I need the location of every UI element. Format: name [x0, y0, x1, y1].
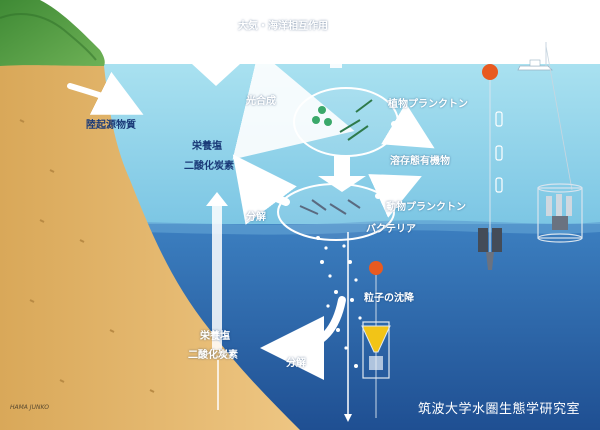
label-air-sea-interaction: 大気・海洋相互作用	[238, 21, 328, 32]
label-nutrients-upper: 栄養塩	[192, 141, 222, 152]
label-co2-upper: 二酸化炭素	[184, 161, 234, 172]
sampling-bottles	[495, 111, 503, 193]
research-ship	[517, 65, 553, 71]
label-photosynthesis: 光合成	[246, 96, 276, 107]
label-co2-lower: 二酸化炭素	[188, 350, 238, 361]
surface-buoy	[482, 64, 498, 80]
sand-texture	[19, 119, 155, 393]
current-meter-left	[478, 228, 488, 252]
sandy-shore	[0, 65, 300, 430]
label-phytoplankton: 植物プランクトン	[388, 99, 468, 110]
photosynthesis-arrow	[232, 50, 355, 160]
terrestrial-input-arrow	[67, 71, 144, 115]
regeneration-arrow-lower	[260, 296, 346, 380]
label-nutrients-lower: 栄養塩	[200, 331, 230, 342]
label-terrestrial-matter: 陸起源物質	[86, 120, 136, 131]
sediment-trap-frame	[362, 321, 390, 379]
label-bacteria: バクテリア	[366, 224, 416, 235]
dom-arrow	[381, 103, 435, 149]
sinking-particles	[316, 236, 362, 368]
upwelling-arrow	[212, 200, 222, 350]
label-zooplankton: 動物プランクトン	[386, 202, 466, 213]
label-decomposition-upper: 分解	[246, 212, 266, 223]
grazing-arrow-shaft	[334, 156, 350, 178]
regeneration-arrow-upper	[232, 154, 297, 225]
label-decomposition-lower: 分解	[286, 358, 306, 369]
phytoplankton-zone	[293, 87, 399, 157]
air-sea-triangle	[192, 64, 240, 86]
green-hill	[0, 0, 105, 70]
label-dom: 溶存態有機物	[390, 156, 450, 167]
trap-buoy	[369, 261, 383, 275]
ship-cable	[545, 45, 573, 191]
phytoplankton-cell	[318, 106, 326, 114]
phytoplankton-chains	[339, 99, 373, 141]
label-particle-sinking: 粒子の沈降	[364, 293, 414, 304]
sediment-trap-bottle	[369, 356, 383, 370]
sediment-trap-funnel	[361, 325, 391, 353]
rosette-sampler	[537, 183, 583, 243]
air-sea-arrow-shaft	[330, 32, 342, 68]
artist-signature: HAMA JUNKO	[10, 404, 49, 411]
zooplankton-figures	[299, 199, 361, 215]
current-meter-right	[492, 228, 502, 252]
lab-credit: 筑波大学水圏生態学研究室	[418, 402, 581, 417]
upwelling-arrow-head	[206, 192, 228, 206]
